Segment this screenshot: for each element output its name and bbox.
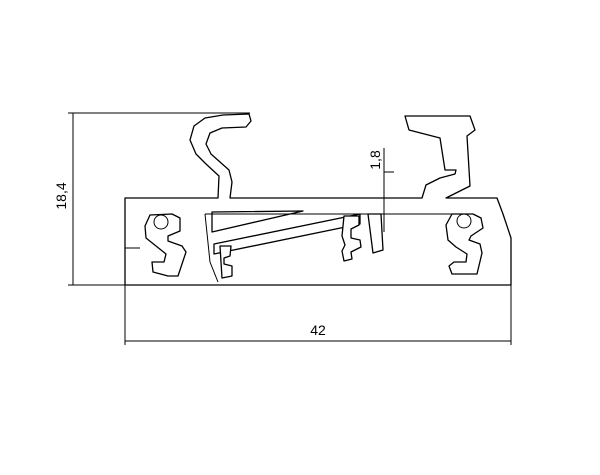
left-slot-groove — [144, 213, 187, 277]
left-inner-wall — [204, 213, 219, 283]
width-dimension-label: 42 — [310, 322, 326, 338]
inner-wedge — [211, 210, 304, 233]
thickness-dimension-label: 1,8 — [367, 150, 383, 170]
height-dimension-label: 18,4 — [53, 182, 69, 209]
right-slot-groove — [445, 213, 484, 275]
right-slot-hole — [456, 213, 472, 229]
center-hook-groove — [341, 215, 362, 262]
center-rib — [367, 213, 384, 254]
left-slot-hole — [153, 214, 169, 230]
diagonal-web — [213, 213, 361, 255]
left-hook — [219, 245, 233, 279]
